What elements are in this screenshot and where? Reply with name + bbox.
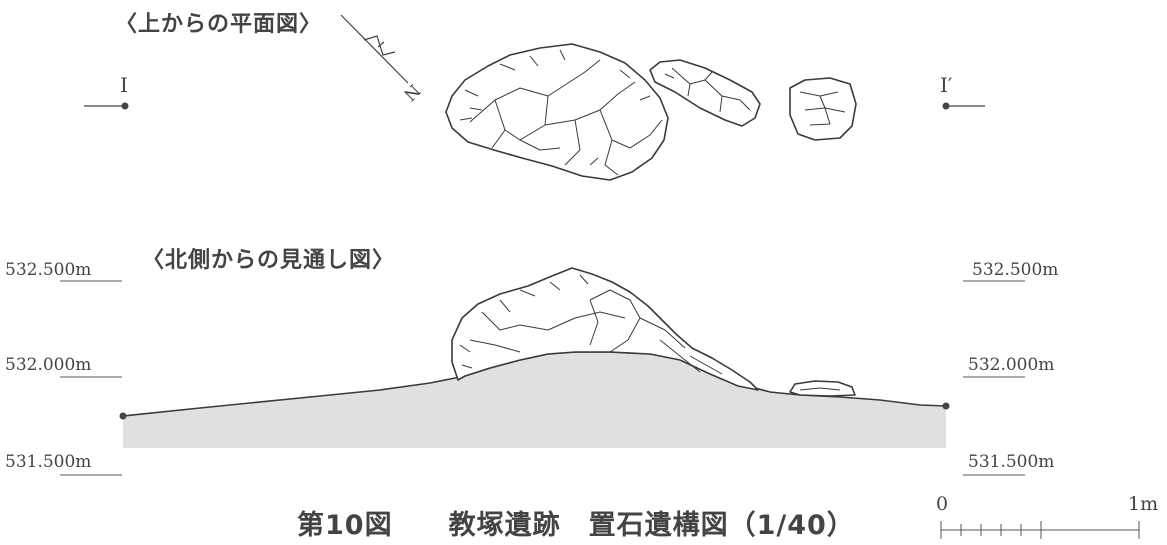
figure-caption: 第10図 教塚遺跡 置石遺構図（1/40） <box>297 510 855 541</box>
scale-bar <box>940 521 1140 539</box>
ground-section <box>123 352 946 448</box>
north-arrow-icon <box>340 14 409 84</box>
elevation-right-bottom: 531.500m <box>968 452 1055 472</box>
profile-point-left <box>119 412 127 420</box>
stone-profile-small <box>789 380 856 397</box>
elevation-left-top: 532.500m <box>5 260 92 280</box>
stone-profile-large <box>451 267 759 391</box>
elevation-lines <box>60 280 1025 476</box>
profile-point-right <box>942 402 950 410</box>
plan-view-title: 〈上からの平面図〉 <box>115 12 323 37</box>
scale-min-label: 0 <box>936 493 949 515</box>
scale-max-label: 1m <box>1128 493 1159 515</box>
section-label-end: I′ <box>940 73 953 97</box>
elevation-right-top: 532.500m <box>972 260 1059 280</box>
elevation-left-mid: 532.000m <box>5 355 92 375</box>
stone-plan-small <box>789 77 857 141</box>
profile-view-title: 〈北側からの見通し図〉 <box>142 248 396 273</box>
stone-plan-elongated <box>649 59 761 127</box>
section-label-start: I <box>120 73 128 97</box>
elevation-right-mid: 532.000m <box>968 355 1055 375</box>
stone-plan-large <box>445 43 669 181</box>
elevation-left-bottom: 531.500m <box>5 452 92 472</box>
section-line-left <box>84 102 129 110</box>
section-line-right <box>942 102 985 110</box>
